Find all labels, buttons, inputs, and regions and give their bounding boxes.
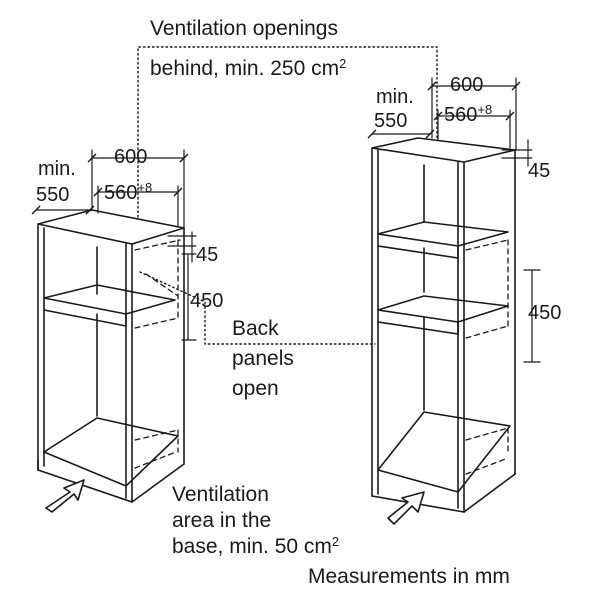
ventilation-dotted-path-top	[137, 46, 438, 227]
base-line1: Ventilation	[172, 483, 269, 506]
vent-top-line1: Ventilation openings	[150, 17, 338, 40]
right-min-label: min.	[376, 86, 414, 108]
left-dimension-lines	[31, 149, 197, 341]
right-dimension-lines	[367, 77, 541, 363]
right-gap-45: 45	[528, 160, 551, 182]
left-cabinet	[37, 209, 185, 503]
units-note: Measurements in mm	[308, 565, 510, 588]
left-width-outer: 600	[114, 146, 148, 168]
right-base-arrow-icon	[387, 491, 425, 525]
back-line3: open	[232, 377, 279, 400]
left-min-label: min.	[38, 158, 76, 180]
base-line2: area in the	[172, 509, 272, 532]
right-cabinet	[371, 137, 516, 513]
right-width-outer: 600	[450, 74, 484, 96]
right-height-450: 450	[528, 302, 562, 324]
right-width-inner: 560+8	[444, 102, 493, 126]
left-width-inner-value: 560	[104, 182, 138, 204]
right-width-inner-tol: +8	[477, 102, 493, 117]
back-line2: panels	[232, 347, 294, 370]
back-line1: Back	[232, 317, 279, 340]
base-line3: base, min. 50 cm2	[172, 534, 340, 558]
left-height-450: 450	[190, 290, 224, 312]
right-width-inner-value: 560	[444, 104, 478, 126]
left-gap-45: 45	[196, 244, 219, 266]
vent-top-text: behind, min. 250 cm	[150, 57, 340, 80]
left-min-value: 550	[36, 184, 70, 206]
vent-top-line2: behind, min. 250 cm2	[150, 56, 347, 80]
left-width-inner-tol: +8	[137, 180, 153, 195]
back-panels-dotted-connectors	[139, 271, 376, 345]
left-base-arrow-icon	[45, 479, 85, 513]
right-min-value: 550	[374, 110, 408, 132]
vent-top-sup: 2	[339, 56, 347, 71]
left-width-inner: 560+8	[104, 180, 153, 204]
base-text: base, min. 50 cm	[172, 535, 332, 558]
base-sup: 2	[331, 534, 340, 549]
